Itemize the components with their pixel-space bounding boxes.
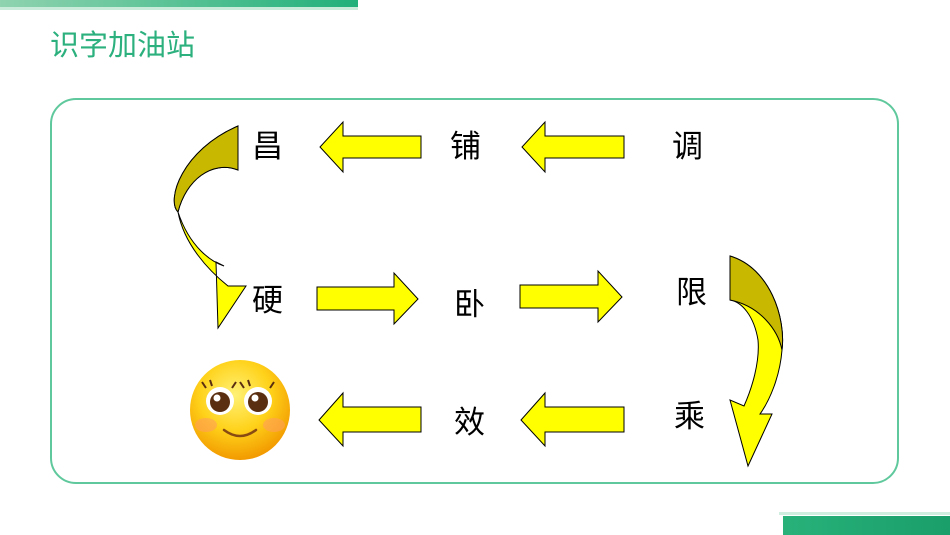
arrow-left-icon — [319, 120, 422, 174]
character-xiao: 效 — [454, 405, 485, 441]
character-pu: 铺 — [450, 129, 481, 165]
arrow-left-icon — [318, 391, 422, 448]
arrow-right-icon — [519, 269, 623, 324]
top-accent-bar-shadow — [0, 7, 358, 10]
character-ying: 硬 — [252, 283, 283, 319]
arrow-left-icon — [521, 120, 625, 174]
curved-arrow-shade — [173, 125, 239, 213]
content-panel — [50, 98, 899, 484]
slide-title: 识字加油站 — [50, 28, 196, 62]
character-cheng: 乘 — [674, 399, 705, 435]
smiley-face-icon — [190, 360, 290, 460]
bottom-accent-bar-shadow — [779, 512, 950, 515]
character-xian: 限 — [676, 275, 707, 311]
bottom-accent-bar — [783, 516, 950, 535]
character-chang: 昌 — [252, 129, 283, 165]
top-accent-bar — [0, 0, 358, 7]
arrow-right-icon — [316, 271, 419, 326]
character-wo: 卧 — [454, 287, 485, 323]
arrow-left-icon — [520, 391, 625, 448]
character-tiao: 调 — [672, 129, 703, 165]
curved-arrow-shade — [729, 255, 784, 351]
